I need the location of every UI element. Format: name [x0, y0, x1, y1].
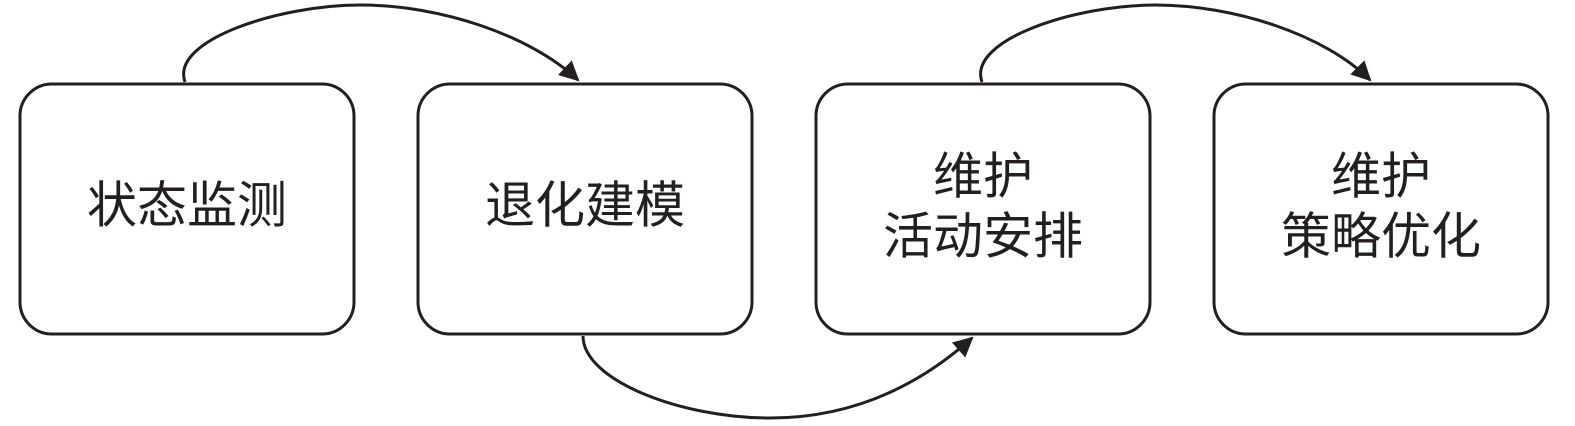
arrow-monitoring-to-modeling [182, 3, 580, 83]
step-label-line-2: 策略优化 [1281, 208, 1481, 266]
step-label-line-2: 活动安排 [883, 208, 1083, 266]
step-box-degradation-modeling: 退化建模 [416, 82, 754, 336]
arrow-scheduling-to-optimization [979, 3, 1372, 83]
arrow-modeling-to-scheduling [581, 335, 974, 420]
step-label-line-1: 维护 [1331, 148, 1431, 206]
step-label-line-1: 维护 [933, 148, 1033, 206]
step-box-condition-monitoring: 状态监测 [18, 82, 356, 336]
step-label: 状态监测 [87, 177, 287, 235]
step-box-strategy-optimization: 维护 策略优化 [1212, 82, 1550, 336]
step-box-maintenance-scheduling: 维护 活动安排 [814, 82, 1152, 336]
step-label: 退化建模 [485, 177, 685, 235]
